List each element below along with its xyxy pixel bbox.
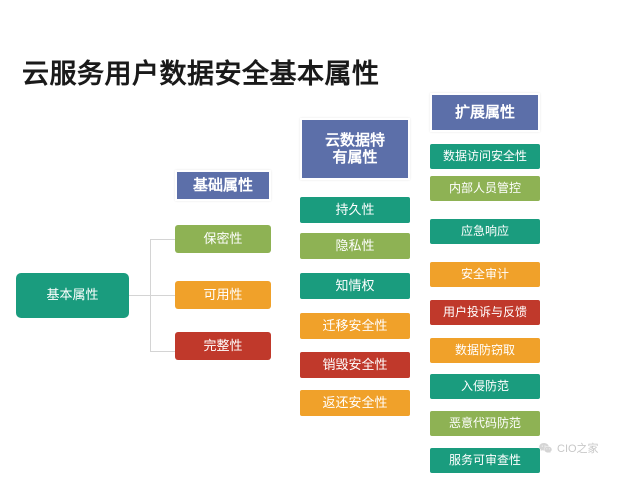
node-extended-item-2: 内部人员管控: [430, 176, 540, 201]
node-label: 保密性: [203, 230, 243, 246]
node-label: 销毁安全性: [322, 356, 388, 372]
node-label: 数据防窃取: [454, 342, 515, 357]
node-cloud-item-5: 销毁安全性: [300, 352, 410, 378]
column-header-extended: 扩展属性: [430, 93, 540, 132]
node-extended-item-5: 用户投诉与反馈: [430, 300, 540, 325]
connector-arm-3: [150, 351, 175, 352]
node-extended-item-7: 入侵防范: [430, 374, 540, 399]
node-label: 用户投诉与反馈: [442, 304, 527, 319]
node-label: 知情权: [335, 277, 375, 293]
node-cloud-item-1: 持久性: [300, 197, 410, 223]
column-header-line-1: 云数据特: [324, 131, 385, 149]
node-label: 内部人员管控: [448, 180, 521, 195]
page-title: 云服务用户数据安全基本属性: [22, 59, 380, 89]
column-header-line-2: 有属性: [332, 149, 378, 166]
node-label: 完整性: [203, 337, 243, 353]
node-cloud-item-2: 隐私性: [300, 233, 410, 259]
node-basic-item-1: 保密性: [175, 225, 271, 253]
node-extended-item-4: 安全审计: [430, 262, 540, 287]
node-label: 持久性: [335, 201, 375, 217]
node-basic-item-3: 完整性: [175, 332, 271, 360]
connector-arm-2: [150, 295, 175, 296]
node-cloud-item-3: 知情权: [300, 273, 410, 299]
node-label: 应急响应: [460, 223, 509, 238]
node-label: 返还安全性: [322, 394, 388, 410]
node-cloud-item-4: 迁移安全性: [300, 313, 410, 339]
watermark-text: CIO之家: [557, 443, 599, 455]
root-node-basic-attributes: 基本属性: [16, 273, 129, 318]
node-label: 可用性: [203, 286, 243, 302]
node-extended-item-8: 恶意代码防范: [430, 411, 540, 436]
node-extended-item-6: 数据防窃取: [430, 338, 540, 363]
node-label: 恶意代码防范: [448, 415, 521, 430]
node-label: 服务可审查性: [448, 452, 521, 467]
node-extended-item-3: 应急响应: [430, 219, 540, 244]
node-label: 隐私性: [335, 237, 375, 253]
node-label: 安全审计: [460, 266, 509, 281]
column-header-basic: 基础属性: [175, 170, 271, 201]
node-extended-item-1: 数据访问安全性: [430, 144, 540, 169]
wechat-icon: [538, 441, 553, 456]
node-label: 数据访问安全性: [442, 148, 527, 163]
node-extended-item-9: 服务可审查性: [430, 448, 540, 473]
node-label: 迁移安全性: [322, 317, 388, 333]
connector-arm-1: [150, 239, 175, 240]
watermark: CIO之家: [538, 440, 599, 456]
column-header-cloud-specific: 云数据特 有属性: [300, 118, 410, 180]
node-cloud-item-6: 返还安全性: [300, 390, 410, 416]
connector-root-stub: [129, 295, 151, 296]
node-label: 入侵防范: [460, 378, 509, 393]
node-basic-item-2: 可用性: [175, 281, 271, 309]
